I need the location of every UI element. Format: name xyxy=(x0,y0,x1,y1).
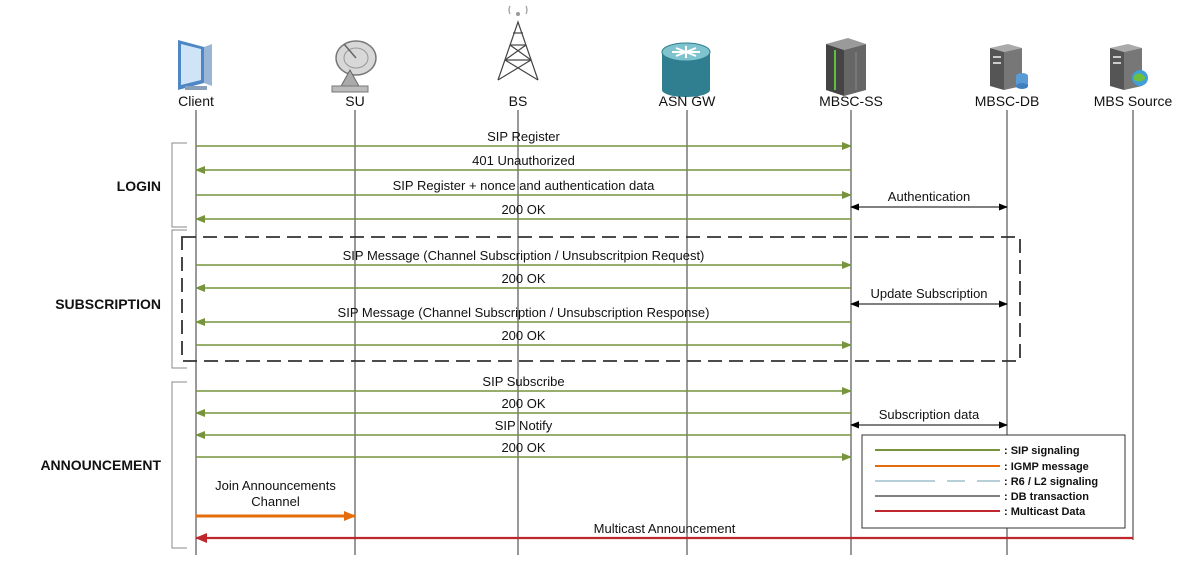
entity-label-su: SU xyxy=(345,93,364,109)
message-label: 200 OK xyxy=(501,440,545,455)
message-label: SIP Subscribe xyxy=(482,374,564,389)
router-icon xyxy=(661,42,711,97)
phase-label-subscription: SUBSCRIPTION xyxy=(55,296,161,312)
phase-label-announcement: ANNOUNCEMENT xyxy=(40,457,161,473)
message-label: 200 OK xyxy=(501,328,545,343)
message-label: SIP Message (Channel Subscription / Unsu… xyxy=(338,305,710,320)
phase-label-login: LOGIN xyxy=(117,178,161,194)
legend-label: : IGMP message xyxy=(1004,461,1089,473)
message-label: SIP Notify xyxy=(495,418,553,433)
message-label: SIP Message (Channel Subscription / Unsu… xyxy=(343,248,705,263)
message-label: Authentication xyxy=(888,189,970,204)
legend-label: : R6 / L2 signaling xyxy=(1004,476,1098,488)
entity-label-client: Client xyxy=(178,93,214,109)
announcement-bracket xyxy=(171,381,187,549)
legend-label: : SIP signaling xyxy=(1004,445,1080,457)
entity-label-mbs-source: MBS Source xyxy=(1094,93,1173,109)
entity-label-asn-gw: ASN GW xyxy=(659,93,717,109)
message-label: 200 OK xyxy=(501,202,545,217)
satellite-dish-icon xyxy=(331,40,377,93)
database-server-icon xyxy=(990,44,1028,90)
legend-label: : DB transaction xyxy=(1004,491,1089,503)
login-bracket xyxy=(171,142,187,228)
message-label: SIP Register xyxy=(487,129,560,144)
message-label: Subscription data xyxy=(879,407,980,422)
entity-label-mbsc-ss: MBSC-SS xyxy=(819,93,883,109)
message-label: 200 OK xyxy=(501,396,545,411)
message-label: 200 OK xyxy=(501,271,545,286)
message-label: 401 Unauthorized xyxy=(472,153,575,168)
radio-tower-icon xyxy=(497,5,539,81)
client-monitor-icon xyxy=(178,40,212,90)
legend-label: : Multicast Data xyxy=(1004,506,1086,518)
entity-label-bs: BS xyxy=(509,93,528,109)
web-server-icon xyxy=(1110,44,1148,90)
subscription-dashed-box xyxy=(181,236,1021,362)
message-label: Multicast Announcement xyxy=(594,521,736,536)
message-label: Update Subscription xyxy=(870,286,987,301)
entity-label-mbsc-db: MBSC-DB xyxy=(975,93,1040,109)
subscription-bracket xyxy=(171,229,187,369)
message-label: SIP Register + nonce and authentication … xyxy=(393,178,656,193)
server-rack-icon xyxy=(826,38,866,96)
